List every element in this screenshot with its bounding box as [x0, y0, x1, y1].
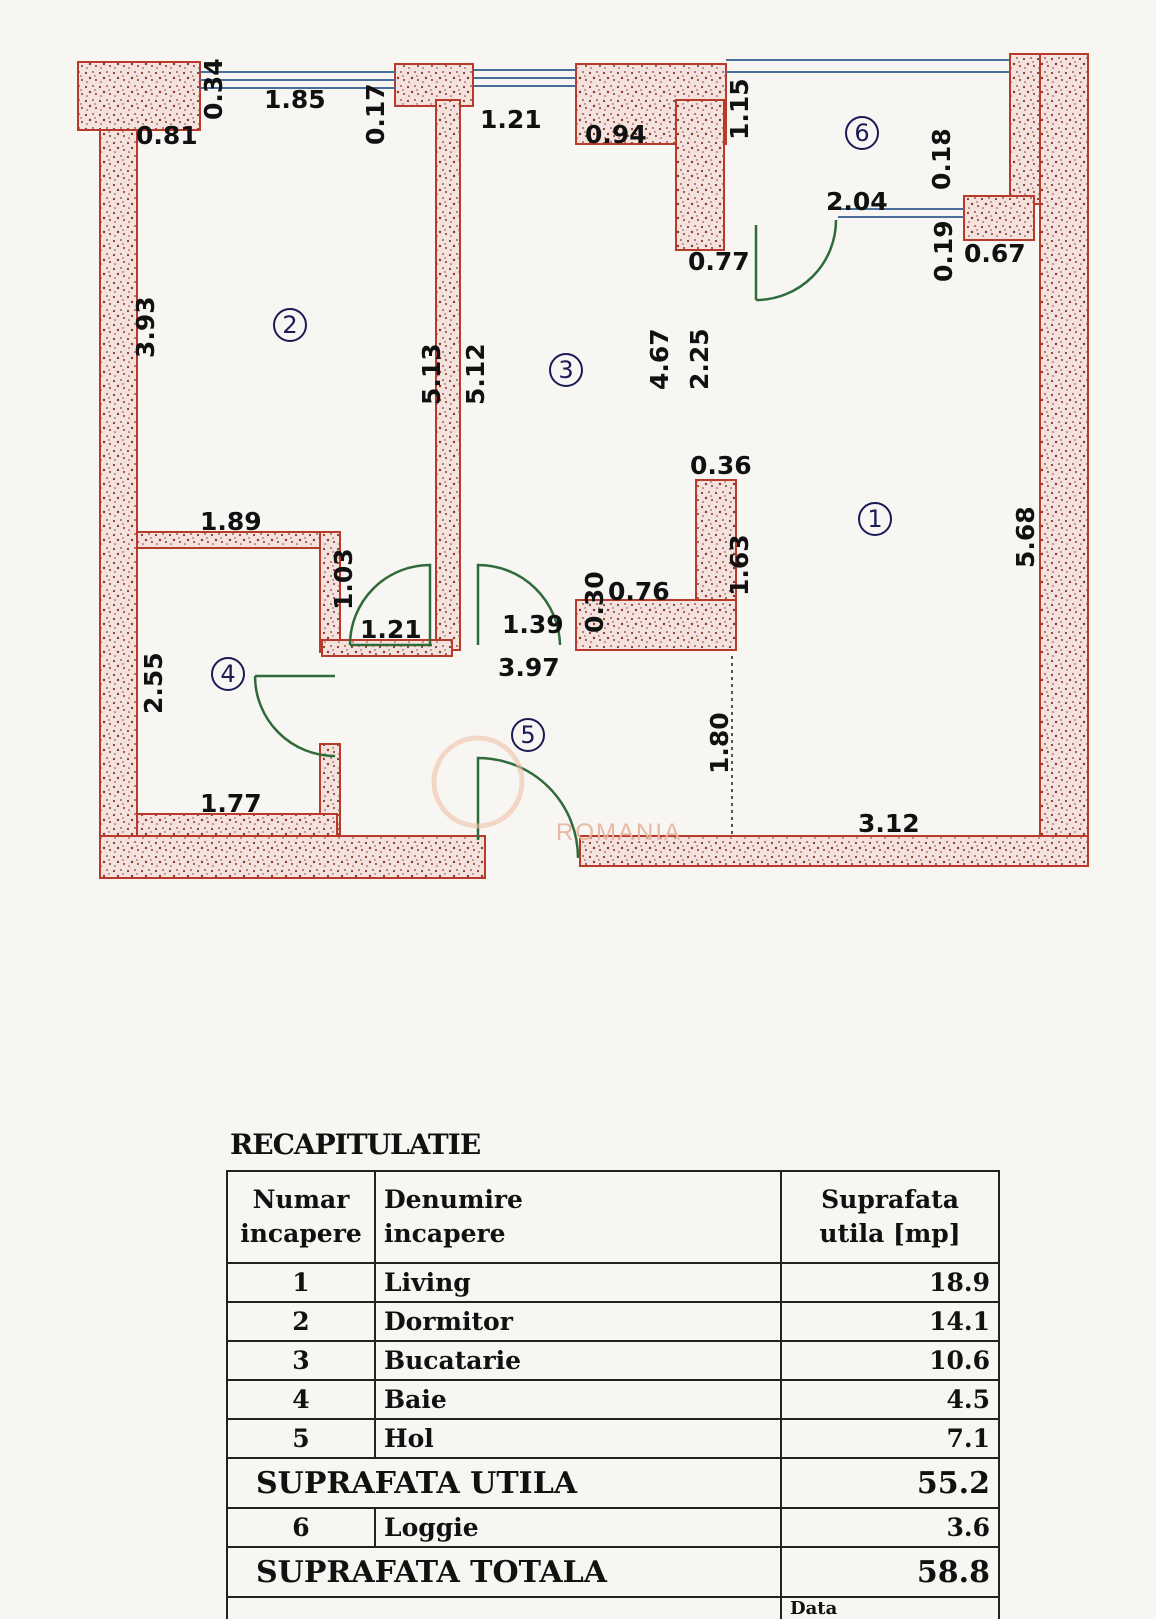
wall-bottom-right	[579, 835, 1089, 867]
door-bath	[253, 674, 336, 758]
dimension-label: 1.15	[725, 78, 754, 140]
dimension-label: 1.77	[200, 789, 262, 818]
room-number: 4	[220, 660, 235, 688]
wall-outer-left	[99, 61, 138, 878]
useful-area-row: SUPRAFATA UTILA 55.2	[226, 1457, 1000, 1509]
wall-partition-2-3	[435, 99, 461, 651]
dimension-label: 0.77	[688, 247, 750, 276]
dimension-label: 3.97	[498, 653, 560, 682]
dimension-label: 2.04	[826, 187, 888, 216]
dimension-label: 0.81	[136, 121, 198, 150]
door-entry	[476, 756, 580, 859]
dimension-label: 0.19	[929, 220, 958, 282]
wall-top-pier	[394, 63, 474, 107]
wall-kitchen-right-upper	[675, 99, 725, 251]
recap-title: RECAPITULATIE	[230, 1128, 481, 1161]
room-number: 6	[854, 119, 869, 147]
room-number-circle	[211, 657, 245, 691]
room-number: 1	[867, 505, 882, 533]
walls	[77, 53, 1089, 879]
dimension-label: 1.21	[480, 105, 542, 134]
dimension-label: 1.39	[502, 610, 564, 639]
watermark: ROMANIA	[556, 819, 682, 846]
dimension-label: 3.93	[131, 296, 160, 358]
dimension-label: 5.12	[461, 343, 490, 405]
wall-top-left	[77, 61, 201, 131]
wall-bottom-left	[99, 835, 486, 879]
dimension-label: 3.12	[858, 809, 920, 838]
useful-area-label: SUPRAFATA UTILA	[226, 1457, 782, 1509]
dimension-label: 1.03	[329, 548, 358, 610]
room-number-circle	[273, 308, 307, 342]
floor-plan: ROMANIA 1.85 0.340.81 0.17 1.21 0.94 1.15 2.04…	[77, 53, 1089, 879]
doors	[253, 219, 838, 859]
dimension-label: 0.36	[690, 451, 752, 480]
dimension-label: 0.94	[585, 120, 647, 149]
room-number-circle	[858, 502, 892, 536]
room-number: 3	[558, 356, 573, 384]
total-area-label: SUPRAFATA TOTALA	[226, 1546, 782, 1598]
dimension-label: 1.21	[360, 615, 422, 644]
room-number-circle	[549, 353, 583, 387]
dimension-label: 4.67	[645, 328, 674, 390]
dimension-label: 0.67	[964, 239, 1026, 268]
dimension-label: 2.25	[685, 328, 714, 390]
total-area-row: SUPRAFATA TOTALA 58.8	[226, 1546, 1000, 1598]
total-area-value: 58.8	[780, 1546, 1000, 1598]
room-number: 5	[520, 721, 535, 749]
dimension-label: 1.63	[725, 534, 754, 596]
dimension-label: 1.80	[705, 712, 734, 774]
dimension-label: 2.55	[139, 652, 168, 714]
dimension-label: 1.89	[200, 507, 262, 536]
wall-kitchen-bottom	[575, 599, 737, 651]
useful-area-value: 55.2	[780, 1457, 1000, 1509]
room-number-circle	[511, 718, 545, 752]
dimension-label: 0.34	[199, 58, 228, 120]
room-number: 2	[282, 311, 297, 339]
wall-outer-right	[1039, 53, 1089, 865]
room-number-markers: 1 2 3 4 5 6	[211, 116, 892, 752]
dimension-label: 0.17	[361, 83, 390, 145]
dimension-label: 0.18	[927, 128, 956, 190]
dimension-label: 0.30	[580, 571, 609, 633]
door-bedroom	[348, 563, 432, 647]
dimension-label: 1.85	[264, 85, 326, 114]
windows	[200, 59, 1010, 218]
dimension-label: 5.68	[1011, 506, 1040, 568]
room-number-circle	[845, 116, 879, 150]
door-loggia	[754, 219, 838, 302]
wall-loggia-pier	[963, 195, 1035, 241]
dimension-labels: 1.85 0.340.81 0.17 1.21 0.94 1.15 2.04 0.18 0.19…	[131, 58, 1040, 838]
cut-text: Data	[780, 1596, 1000, 1619]
door-kitchen	[476, 563, 562, 646]
cut-row: Data	[226, 1596, 1000, 1619]
watermark-ring	[431, 735, 525, 829]
dimension-label: 5.13	[417, 343, 446, 405]
dimension-label: 0.76	[608, 577, 670, 606]
